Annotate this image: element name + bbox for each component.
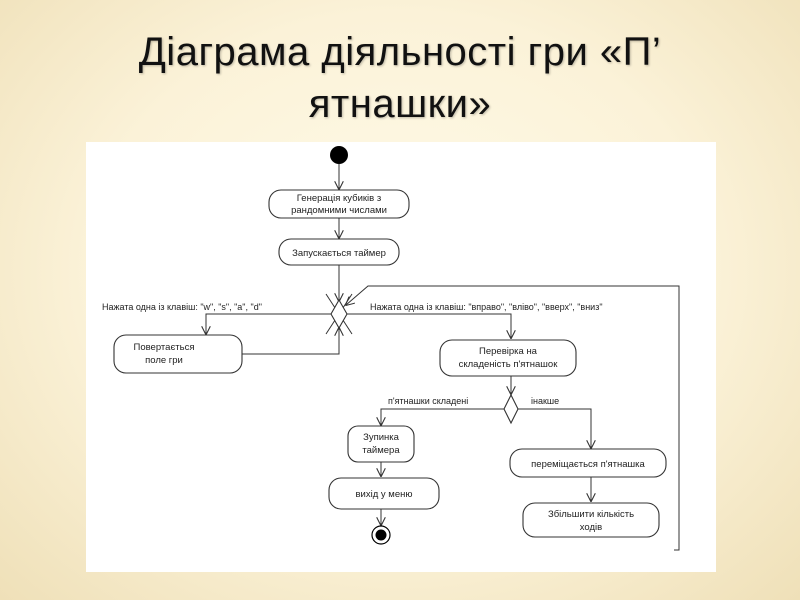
edge-return-to-decision [242, 328, 339, 355]
edge-loop-back [346, 285, 680, 551]
edge-decision-to-check [347, 313, 511, 338]
action-start-timer: Запускається таймер [278, 238, 400, 266]
action-exit-menu: вихід у меню [328, 477, 440, 510]
guard-keys-wsad: Нажата одна із клавіш: "w", "s", "a", "d… [102, 302, 262, 312]
title-line-2: ятнашки» [308, 82, 492, 126]
initial-node [330, 146, 348, 164]
action-generate-tiles-label-1: Генерація кубиків з [297, 193, 381, 204]
action-move-tile: переміщається п'ятнашка [509, 448, 667, 478]
action-generate-tiles: Генерація кубиків з рандомними числами [268, 189, 410, 219]
action-start-timer-label: Запускається таймер [292, 248, 386, 259]
action-generate-tiles-label-2: рандомними числами [291, 205, 387, 216]
activity-diagram: Генерація кубиків з рандомними числами З… [86, 142, 716, 572]
guard-otherwise: інакше [531, 396, 559, 406]
title-line-1: Діаграма діяльності гри «П’ [138, 30, 662, 74]
action-increase-moves-label-1: Збільшити кількість [548, 509, 634, 520]
action-increase-moves-label-2: ходів [580, 522, 602, 533]
edge-decision-to-return [206, 313, 331, 334]
action-check-solved-label-1: Перевірка на [479, 346, 538, 357]
action-check-solved-label-2: складеність п'ятнашок [459, 359, 559, 370]
action-stop-timer: Зупинка таймера [347, 425, 415, 463]
activity-diagram-canvas: Генерація кубиків з рандомними числами З… [102, 146, 680, 551]
action-return-board-label-2: поле гри [145, 355, 183, 366]
action-check-solved: Перевірка на складеність п'ятнашок [439, 339, 577, 377]
action-return-board: Повертається поле гри [113, 334, 243, 374]
action-return-board-label-1: Повертається [134, 342, 195, 353]
final-node [371, 525, 391, 545]
slide-title: Діаграма діяльності гри «П’ ятнашки» [40, 26, 760, 130]
action-move-tile-label: переміщається п'ятнашка [531, 459, 645, 470]
action-stop-timer-label-1: Зупинка [363, 432, 400, 443]
decision-key-pressed [330, 298, 348, 330]
edge-decision2-to-move [518, 408, 591, 448]
decision-solved [503, 393, 519, 425]
guard-keys-arrows: Нажата одна із клавіш: "вправо", "вліво"… [370, 302, 603, 312]
guard-solved: п'ятнашки складені [388, 396, 468, 406]
action-exit-menu-label: вихід у меню [356, 489, 413, 500]
edge-decision2-to-stop [381, 408, 504, 425]
action-increase-moves: Збільшити кількість ходів [522, 502, 660, 538]
action-stop-timer-label-2: таймера [362, 445, 400, 456]
